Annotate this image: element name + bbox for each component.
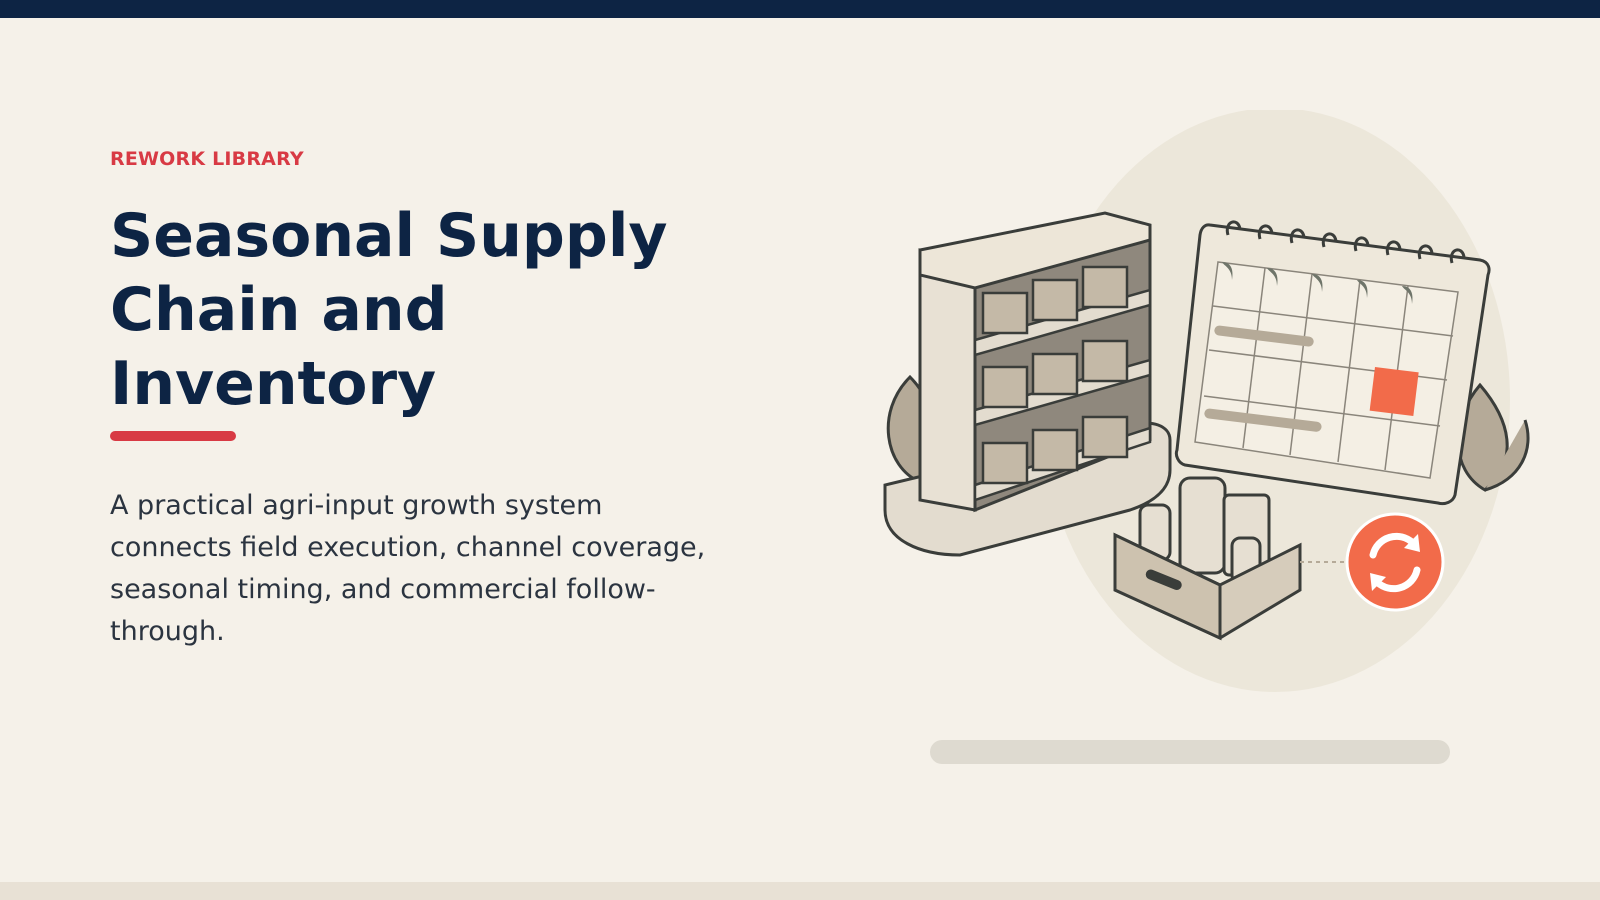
leaf-icon bbox=[1456, 382, 1530, 492]
title-accent-underline bbox=[110, 431, 236, 441]
eyebrow-label: REWORK LIBRARY bbox=[110, 148, 304, 170]
crate-icon bbox=[1113, 532, 1302, 641]
calendar-icon bbox=[1174, 220, 1491, 506]
bottom-band bbox=[0, 882, 1600, 900]
bottle-icon bbox=[1138, 476, 1271, 585]
top-bar bbox=[0, 0, 1600, 18]
supply-chain-illustration bbox=[883, 110, 1530, 692]
highlighted-date bbox=[1369, 367, 1419, 417]
sprout-icons bbox=[1222, 262, 1413, 304]
calendar-rings bbox=[1225, 220, 1466, 264]
page-title: Seasonal Supply Chain and Inventory bbox=[110, 201, 668, 419]
box-icon bbox=[981, 265, 1129, 485]
hero-text: REWORK LIBRARY Seasonal Supply Chain and… bbox=[110, 150, 730, 653]
sync-icon bbox=[1345, 512, 1445, 612]
progress-track bbox=[930, 740, 1450, 764]
description: A practical agri-input growth system con… bbox=[110, 490, 706, 647]
